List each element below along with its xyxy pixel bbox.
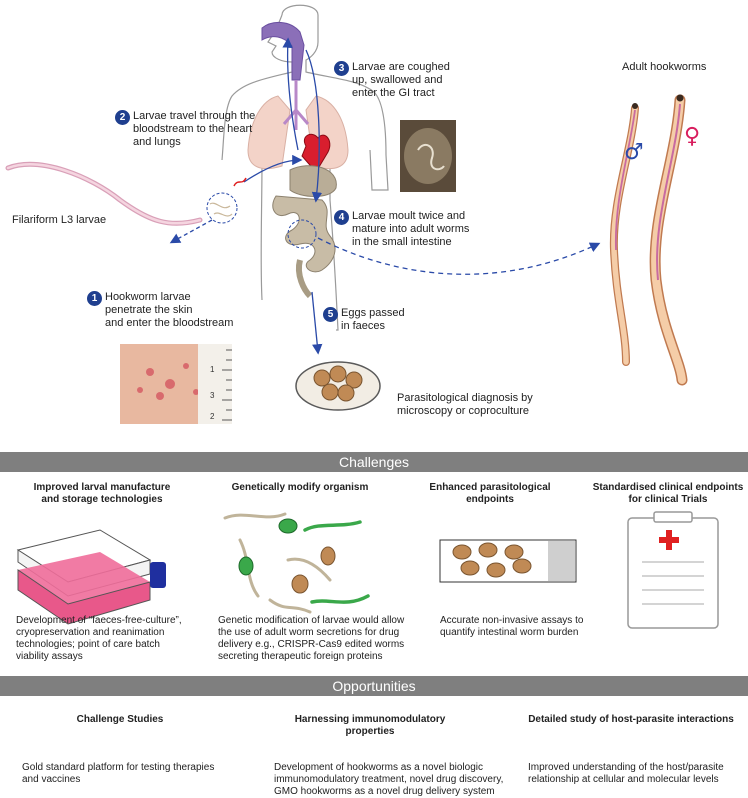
step-badge-5: 5 [323,307,338,322]
egg-cluster [313,365,363,402]
left-lung [247,95,291,170]
opportunity-3-title: Detailed study of host-parasite interact… [528,714,734,725]
adult-hookworms-drawing [609,94,688,386]
opportunity-2-desc: Development of hookworms as a novel biol… [274,762,504,797]
male-symbol: ♂ [624,140,644,165]
challenge-2-title: Genetically modify organism [231,482,369,493]
opportunity-3-desc: Improved understanding of the host/paras… [528,762,724,785]
small-intestine [272,195,336,273]
female-symbol: ♀ [684,124,701,149]
intestine-zoom-circle [287,219,317,249]
challenge-2-desc: Genetic modification of larvae would all… [218,615,405,662]
step-badge-1: 1 [87,291,102,306]
ruler-number-2: 2 [210,412,215,421]
arrow-to-adults [317,237,601,275]
challenges-banner: Challenges [0,452,748,472]
step-badge-2: 2 [115,110,130,125]
ruler-number-3: 3 [210,391,215,400]
ruler [198,344,232,424]
adults-label: Adult hookworms [622,61,707,73]
opportunity-1-title: Challenge Studies [76,714,164,725]
arrow-down-to-gut [305,49,323,203]
skin-zoom-circle [206,192,238,224]
larvae-label: Filariform L3 larvae [12,214,107,226]
challenge-illustrations [16,511,719,629]
arrow-skin-to-heart [243,154,303,183]
lifecycle-illustration [5,4,688,424]
throat-airway [261,22,305,81]
microscope-slide [439,539,577,583]
large-intestine [296,259,313,299]
human-body-outline [221,4,389,331]
trachea [282,80,310,130]
step-badge-3: 3 [334,61,349,76]
arrow-up-to-throat [282,37,299,151]
arrow-to-larvae [169,219,213,244]
challenge-1-desc: Development of “faeces-free-culture”,cry… [16,615,182,662]
culture-flask [16,529,166,625]
ruler-number-1: 1 [210,365,215,374]
arrow-gut-to-faeces [311,291,323,355]
opportunities-banner: Opportunities [0,676,748,696]
stomach [289,165,337,197]
clipboard-icon [627,511,719,629]
opportunity-1-desc: Gold standard platform for testing thera… [22,762,215,785]
gmo-organisms [223,512,370,614]
skin-zoom-worms [209,202,233,217]
step-badge-4: 4 [334,210,349,225]
larva-in-bloodstream [233,177,247,187]
